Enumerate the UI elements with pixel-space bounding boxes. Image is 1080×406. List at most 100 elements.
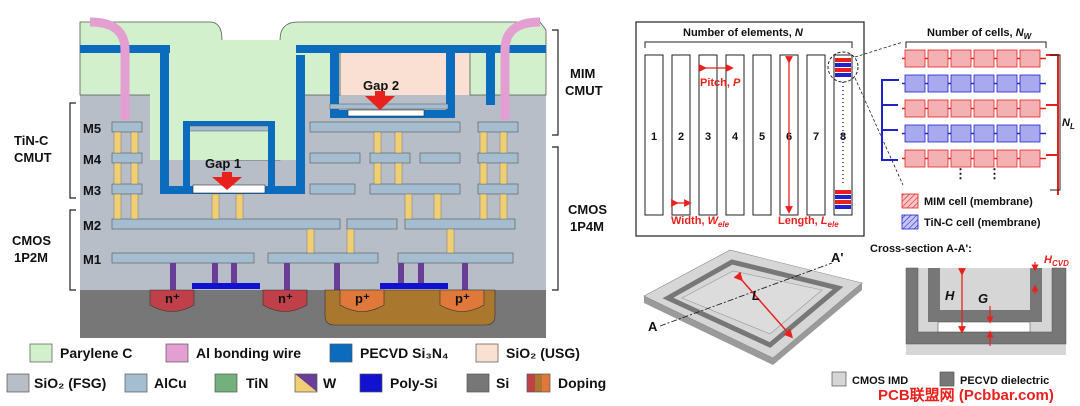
tinc-membrane — [183, 121, 275, 129]
gap2-label: Gap 2 — [363, 78, 399, 93]
mim-cell — [904, 149, 926, 168]
cmos-imd-swatch — [831, 371, 847, 387]
element8-cells — [835, 58, 851, 209]
mim-cell — [1019, 99, 1041, 118]
gap1-label: Gap 1 — [205, 156, 241, 171]
pecvd-step-right — [486, 45, 495, 105]
zoom-line-top — [854, 41, 904, 58]
mim-cell — [1019, 49, 1041, 68]
legend-item-fsg: SiO₂ (FSG) — [6, 373, 106, 393]
right-bracket-top — [552, 29, 559, 136]
nl-label: NL — [1062, 117, 1075, 131]
pecvd-leg-left — [160, 45, 169, 60]
mim-cell — [950, 149, 972, 168]
legend-label-si: Si — [496, 375, 509, 391]
legend-item-doping: Doping — [526, 373, 606, 393]
legend-label-tin: TiN — [246, 375, 268, 391]
w-vias — [113, 131, 508, 254]
zoom-line-bottom — [854, 77, 904, 186]
al-bonding-wire-left — [89, 17, 130, 120]
mim-cell — [996, 49, 1018, 68]
left-group-top-2: CMUT — [14, 150, 52, 165]
mim-cell — [973, 49, 995, 68]
mim-cell — [973, 149, 995, 168]
section-title: Cross-section A-A': — [870, 243, 972, 255]
label-h: H — [945, 288, 955, 303]
legend-label-pecvd: PECVD Si₃N₄ — [360, 345, 449, 361]
poly-si-gate-right — [380, 283, 448, 289]
metal-label-m2: M2 — [83, 218, 101, 233]
legend-item-usg: SiO₂ (USG) — [475, 343, 580, 363]
mim-cell — [927, 149, 949, 168]
tinc-cavity-side-l — [183, 121, 190, 186]
pecvd-dielectric-label: PECVD dielectric — [960, 375, 1049, 387]
tinc-cell — [904, 124, 926, 143]
legend-item-parylene: Parylene C — [29, 343, 132, 363]
tinc-cell — [904, 74, 926, 93]
watermark: PCB联盟网 (Pcbbar.com) — [878, 387, 1054, 404]
left-group-top-1: TiN-C — [14, 133, 49, 148]
cells-title: Number of cells, NW — [927, 27, 1033, 41]
left-bracket-top — [69, 102, 76, 199]
left-group-bottom-1: CMOS — [12, 233, 51, 248]
n-well-right — [262, 289, 308, 312]
p-plus-right: p⁺ — [455, 291, 470, 306]
left-group-bottom-2: 1P2M — [14, 250, 48, 265]
element-number-1: 1 — [651, 131, 657, 143]
grid-dots-red: ⋮ — [954, 166, 967, 181]
legend-item-alcu: AlCu — [124, 373, 187, 393]
mim-cell — [996, 99, 1018, 118]
gap2-arrow — [365, 91, 395, 110]
mim-cell — [927, 99, 949, 118]
legend-label-usg: SiO₂ (USG) — [506, 345, 580, 361]
tinc-cell-swatch — [901, 214, 919, 230]
legend-label-w: W — [323, 375, 337, 391]
cmos-cross-section: Gap 1 Gap 2 — [12, 17, 607, 338]
section-aa-panel: Cross-section A-A': H G HCVD CMOS IMD PE… — [831, 243, 1069, 387]
cmos-imd-label: CMOS IMD — [852, 375, 908, 387]
zoom-circle — [827, 51, 859, 83]
legend-label-alcu: AlCu — [154, 375, 187, 391]
metal-layers — [111, 121, 519, 264]
legend-label-polysi: Poly-Si — [390, 375, 437, 391]
al-bonding-wire-right — [500, 17, 541, 120]
label-a-prime: A' — [831, 250, 843, 265]
p-well-right — [439, 289, 485, 312]
legend-label-doping: Doping — [558, 375, 606, 391]
section-inner-imd — [940, 268, 1030, 310]
label-hcvd: HCVD — [1044, 254, 1069, 268]
section-line — [659, 262, 833, 327]
tinc-cell — [927, 74, 949, 93]
element-number-3: 3 — [705, 131, 711, 143]
tinc-cell — [996, 124, 1018, 143]
array-title: Number of elements, N — [683, 27, 804, 39]
tinc-cell — [973, 124, 995, 143]
mim-cell-label: MIM cell (membrane) — [924, 196, 1033, 208]
n-plus-left: n⁺ — [165, 291, 180, 306]
mim-top-plate — [318, 45, 468, 53]
legend-item-si: Si — [466, 373, 509, 393]
mim-top-metal — [329, 103, 449, 110]
right-bracket-bottom — [552, 146, 559, 291]
tinc-cell — [927, 124, 949, 143]
element-number-2: 2 — [678, 131, 684, 143]
element-number-8: 8 — [840, 131, 846, 143]
tinc-cell — [950, 74, 972, 93]
legend-label-al-wire: Al bonding wire — [196, 345, 301, 361]
element-number-7: 7 — [813, 131, 819, 143]
tinc-membrane-metal — [186, 125, 272, 132]
metal-label-m4: M4 — [83, 152, 102, 167]
element-number-4: 4 — [732, 131, 739, 143]
section-pecvd — [905, 267, 1067, 345]
grid-dots-blue: ⋮ — [988, 166, 1001, 181]
legend-label-parylene: Parylene C — [60, 345, 132, 361]
label-a: A — [648, 319, 658, 334]
section-gap — [937, 321, 1031, 333]
nl-bracket — [1050, 54, 1061, 191]
metal-label-m1: M1 — [83, 252, 101, 267]
right-group-bottom-2: 1P4M — [570, 219, 604, 234]
tinc-cell — [1019, 124, 1041, 143]
array-title-bracket — [644, 41, 853, 48]
mim-bus — [1046, 54, 1059, 195]
